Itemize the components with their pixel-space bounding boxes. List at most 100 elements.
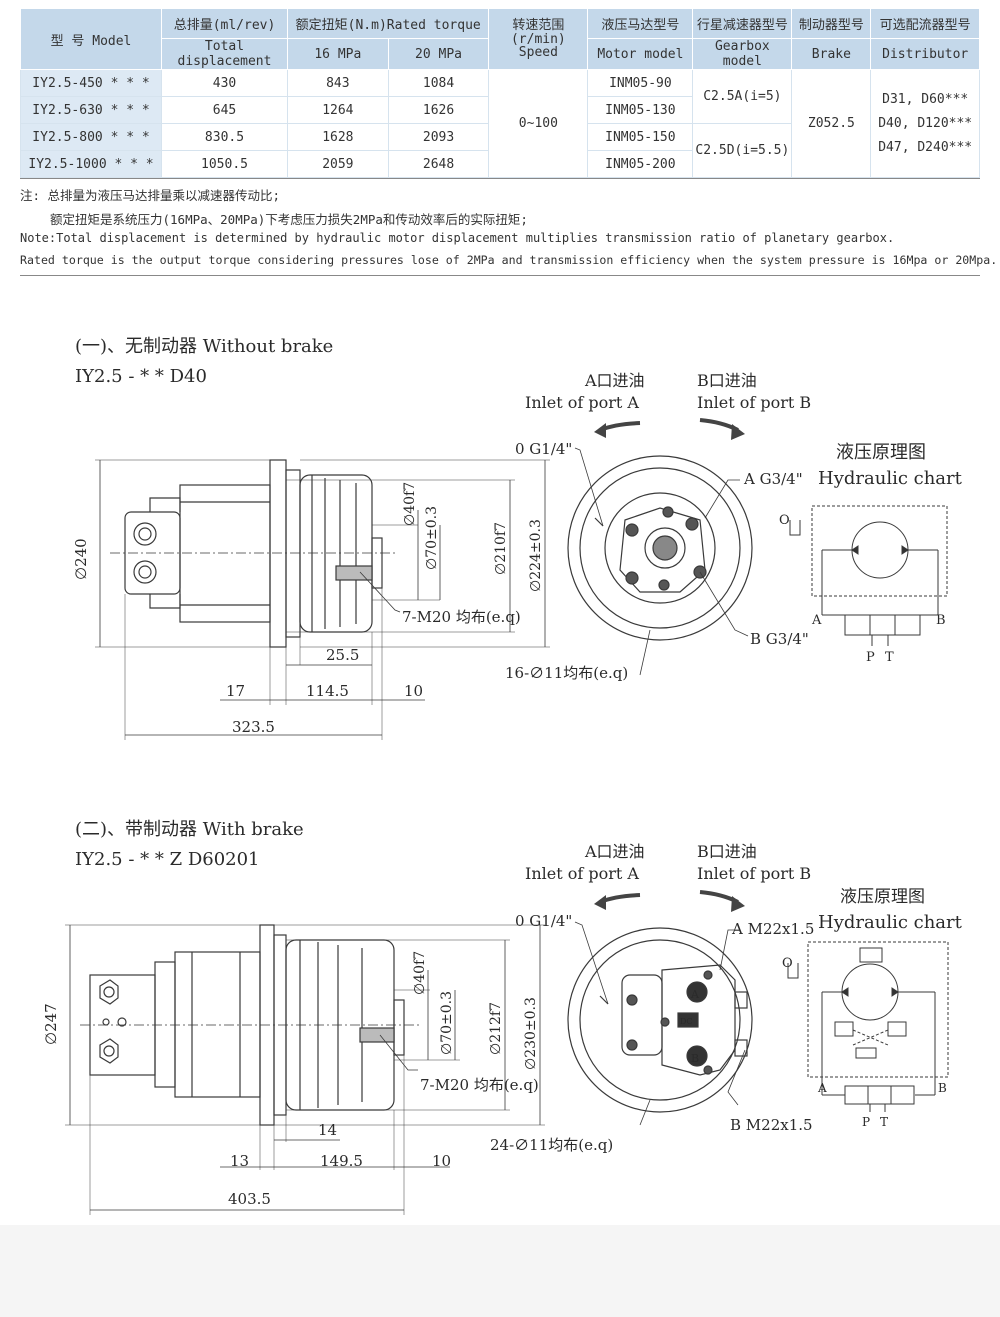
port-a-zh-2: A口进油	[584, 842, 645, 861]
technical-drawings: (一)、无制动器 Without brake IY2.5 - * * D40	[42, 336, 963, 1215]
table-row: IY2.5-450 * * * 430 843 1084 0~100 INM05…	[20, 69, 980, 178]
dim-body-diameter-2: ∅247	[42, 1003, 60, 1045]
dim-d70-2: ∅70±0.3	[439, 991, 455, 1055]
header-brake-en: Brake	[791, 38, 872, 70]
port-b-thread-2: B M22x1.5	[730, 1116, 813, 1134]
front-view-with-brake	[567, 890, 753, 1126]
section-with-brake: (二)、带制动器 With brake IY2.5 - * * Z D60201	[42, 819, 963, 1215]
header-speed: 转速范围 (r/min) Speed	[488, 8, 589, 70]
cell-gearbox-a: C2.5A(i=5)	[692, 69, 793, 124]
header-distributor: 可选配流器型号	[870, 8, 980, 39]
dim-13: 13	[230, 1152, 249, 1170]
cell-model: IY2.5-800 * * *	[20, 123, 162, 151]
port-b-en-2: Inlet of port B	[697, 864, 811, 883]
footer-band	[0, 1225, 1000, 1317]
chart2-label-a: A	[817, 1081, 827, 1095]
cell-model: IY2.5-630 * * *	[20, 96, 162, 124]
note-en-1: Note:Total displacement is determined by…	[20, 231, 895, 245]
chart2-label-o: O	[782, 956, 793, 971]
hydraulic-chart-1	[789, 505, 948, 646]
cell-torque-20: 1626	[387, 96, 490, 124]
dim-body-diameter: ∅240	[72, 538, 90, 580]
cell-torque-20: 1084	[387, 69, 490, 97]
table-notes: 注: 总排量为液压马达排量乘以减速器传动比; 额定扭矩是系统压力(16MPa、2…	[20, 178, 997, 276]
header-gearbox-en: Gearbox model	[692, 38, 793, 70]
cell-gearbox-b: C2.5D(i=5.5)	[692, 123, 793, 178]
header-displacement: 总排量(ml/rev)	[161, 8, 288, 39]
header-distributor-en: Distributor	[870, 38, 980, 70]
cell-model: IY2.5-450 * * *	[20, 69, 162, 97]
bolt-circle-label: 16-∅11均布(e.q)	[505, 664, 628, 682]
bolt-circle-label-2: 24-∅11均布(e.q)	[490, 1136, 613, 1154]
header-torque: 额定扭矩(N.m)Rated torque	[286, 8, 490, 39]
port-b-thread: B G3/4"	[750, 630, 809, 648]
cell-displacement: 430	[161, 69, 288, 97]
port-a-en-2: Inlet of port A	[525, 864, 639, 883]
motor-letter-dc: DC	[680, 1017, 693, 1026]
cell-torque-20: 2648	[387, 150, 490, 178]
header-brake: 制动器型号	[791, 8, 872, 39]
dim-17: 17	[226, 682, 245, 700]
hydraulic-chart-2	[787, 941, 949, 1112]
dim-d224: ∅224±0.3	[528, 519, 544, 592]
chart1-label-a: A	[811, 613, 822, 628]
cell-brake: Z052.5	[791, 69, 872, 178]
header-torque-16: 16 MPa	[287, 38, 389, 70]
port-b-zh: B口进油	[697, 371, 757, 390]
hydraulic-chart-2-title-en: Hydraulic chart	[818, 912, 963, 933]
port-b-zh-2: B口进油	[697, 842, 757, 861]
spec-table: 型 号 Model 总排量(ml/rev) 额定扭矩(N.m)Rated tor…	[20, 8, 980, 178]
table-row: IY2.5-630 * * * 645 1264 1626 INM05-130	[20, 96, 980, 124]
dim-d40: ∅40f7	[402, 482, 418, 526]
cell-speed: 0~100	[488, 69, 589, 178]
motor-letter-b: B	[691, 1052, 699, 1065]
section1-model-code: IY2.5 - * * D40	[75, 366, 207, 387]
cell-motor: INM05-150	[587, 123, 694, 151]
cell-torque-16: 843	[287, 69, 389, 97]
dim-d230: ∅230±0.3	[523, 997, 539, 1070]
chart1-label-p: P	[866, 650, 875, 665]
dim-d40-2: ∅40f7	[412, 951, 428, 995]
header-motor-en: Motor model	[587, 38, 694, 70]
front-view-without-brake	[567, 418, 753, 676]
chart1-label-o: O	[779, 513, 790, 528]
note-zh-2: 额定扭矩是系统压力(16MPa、20MPa)下考虑压力损失2MPa和传动效率后的…	[50, 212, 528, 227]
cell-displacement: 645	[161, 96, 288, 124]
dim-10-2: 10	[432, 1152, 451, 1170]
dim-thread: 7-M20 均布(e.q)	[402, 608, 521, 626]
cell-model: IY2.5-1000 * * *	[20, 150, 162, 178]
cell-distributor: D31, D60*** D40, D120*** D47, D240***	[870, 69, 980, 178]
drain-port-label: 0 G1/4"	[515, 440, 572, 458]
dim-total-length-2: 403.5	[228, 1190, 271, 1208]
cell-motor: INM05-200	[587, 150, 694, 178]
port-a-thread: A G3/4"	[743, 470, 803, 488]
hydraulic-chart-1-title-zh: 液压原理图	[836, 442, 926, 463]
dim-d70: ∅70±0.3	[424, 506, 440, 570]
catalog-sheet: 型 号 Model 总排量(ml/rev) 额定扭矩(N.m)Rated tor…	[20, 8, 998, 1215]
motor-letter-a: A	[690, 988, 700, 1001]
port-a-thread-2: A M22x1.5	[731, 920, 814, 938]
dim-14: 14	[318, 1121, 337, 1139]
side-view-without-brake	[95, 459, 550, 740]
dim-149-5: 149.5	[320, 1152, 363, 1170]
hydraulic-chart-1-title-en: Hydraulic chart	[818, 468, 963, 489]
section2-heading: (二)、带制动器 With brake	[75, 819, 304, 840]
table-row: IY2.5-1000 * * * 1050.5 2059 2648 INM05-…	[20, 150, 980, 178]
section2-model-code: IY2.5 - * * Z D60201	[75, 849, 260, 870]
section1-heading: (一)、无制动器 Without brake	[75, 336, 333, 357]
table-row: IY2.5-800 * * * 830.5 1628 2093 INM05-15…	[20, 123, 980, 178]
cell-torque-16: 1264	[287, 96, 389, 124]
cell-displacement: 1050.5	[161, 150, 288, 178]
dim-10: 10	[404, 682, 423, 700]
header-displacement-en: Total displacement	[161, 38, 288, 70]
hydraulic-chart-2-title-zh: 液压原理图	[840, 887, 925, 907]
section-without-brake: (一)、无制动器 Without brake IY2.5 - * * D40	[72, 336, 963, 740]
dim-25-5: 25.5	[326, 646, 359, 664]
note-en-2: Rated torque is the output torque consid…	[20, 253, 998, 267]
header-gearbox: 行星减速器型号	[692, 8, 793, 39]
drain-port-label-2: 0 G1/4"	[515, 912, 572, 930]
cell-torque-16: 2059	[287, 150, 389, 178]
dim-d210: ∅210f7	[493, 522, 509, 575]
chart2-label-p: P	[862, 1115, 870, 1129]
cell-torque-16: 1628	[287, 123, 389, 151]
